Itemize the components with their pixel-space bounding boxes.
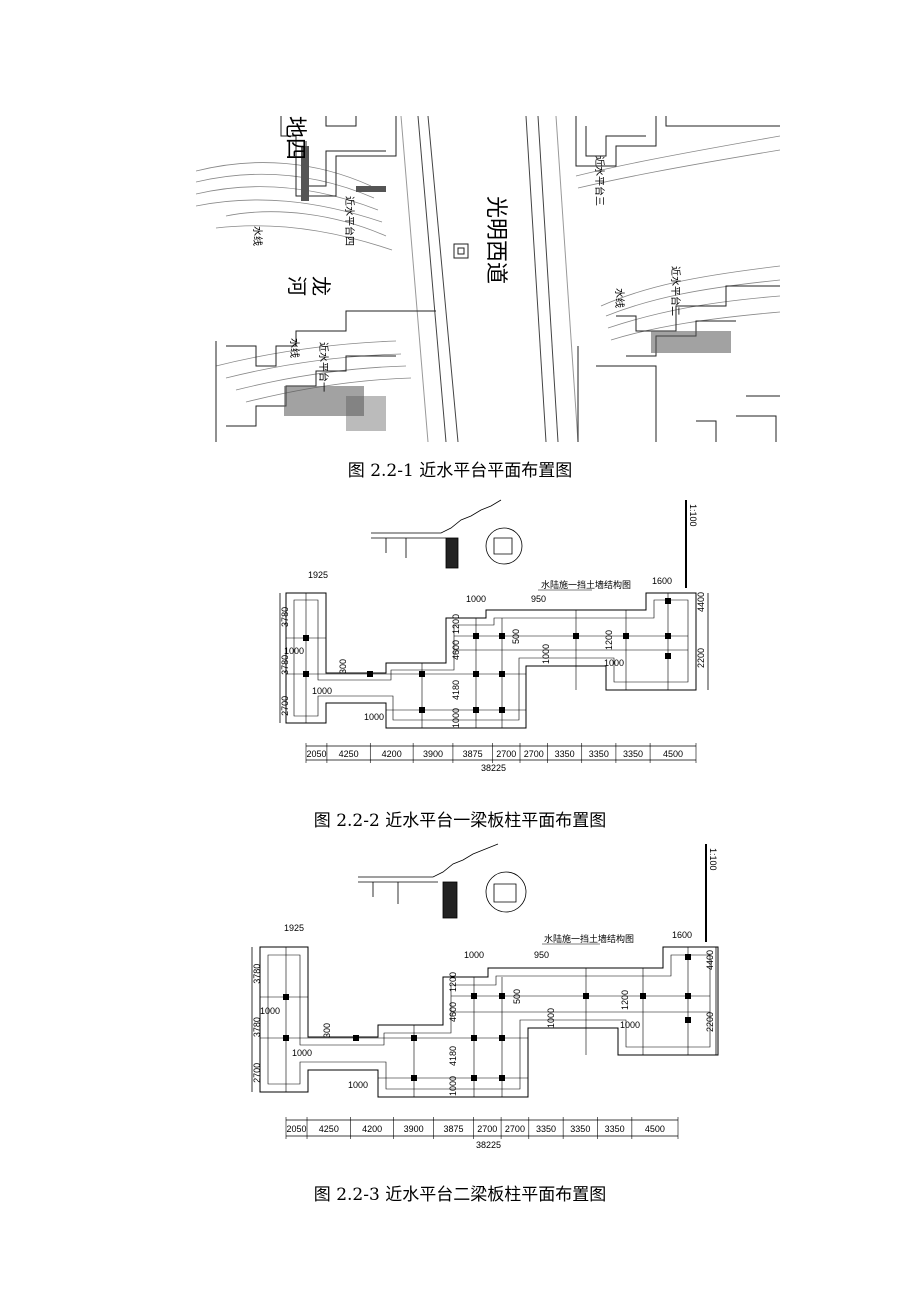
inner-dim-2: 1000 <box>312 686 332 696</box>
top-dim-3: 950 <box>531 594 546 604</box>
bottom-dimension-label: 2700 <box>505 1124 525 1134</box>
top-dim-1b: 1925 <box>284 923 304 933</box>
figure-3-caption: 图 2.2-3 近水平台二梁板柱平面布置图 <box>313 1185 607 1205</box>
top-dim-1: 1925 <box>308 570 328 580</box>
bottom-dimension-row-2: 2050 4250 4200 3900 3875 2700 2700 3350 3350 3350… <box>285 1117 679 1139</box>
inner-dim-6b: 4600 <box>448 1002 458 1022</box>
bottom-dimension-label: 3875 <box>444 1124 464 1134</box>
scale-label-2: 1:100 <box>708 848 718 871</box>
inner-dim-5: 500 <box>511 629 521 644</box>
left-dimension-label: 3780 <box>280 607 290 627</box>
inner-dim-7b: 4180 <box>448 1046 458 1066</box>
river-label-b: 河 <box>285 276 309 296</box>
left-dimension-label: 2700 <box>252 1063 262 1083</box>
note-label: 水陆施一挡土墙结构图 <box>541 579 631 590</box>
inner-dim-10b: 1000 <box>348 1080 368 1090</box>
inner-dim-8b: 1000 <box>448 1076 458 1096</box>
beam-plan-drawing-1: 1:100 <box>279 499 709 773</box>
total-dimension-2: 38225 <box>476 1140 501 1150</box>
platform-1-label: 近水平台一 <box>317 342 330 392</box>
inner-dim-2b: 1000 <box>292 1048 312 1058</box>
road-label: 光明西道 <box>483 196 508 284</box>
waterline-label-3: 水线 <box>613 288 626 308</box>
bottom-dimension-label: 4500 <box>663 749 683 759</box>
inner-dim-11: 1200 <box>604 630 614 650</box>
site-map-figure: 光明西道 龙 河 地四 近水平台四 近水平台三 近水平台二 近水平台一 水线 水… <box>195 115 781 443</box>
bottom-dimension-label: 3350 <box>555 749 575 759</box>
bottom-dimension-label: 3350 <box>605 1124 625 1134</box>
inner-dim-6: 4600 <box>451 640 461 660</box>
bottom-dimension-label: 4250 <box>339 749 359 759</box>
platform-2-label: 近水平台二 <box>669 266 682 316</box>
top-dim-2: 1000 <box>466 594 486 604</box>
bottom-dimension-label: 2050 <box>286 1124 306 1134</box>
bottom-dimension-label: 4500 <box>645 1124 665 1134</box>
total-dimension: 38225 <box>481 763 506 773</box>
scale-label: 1:100 <box>688 504 698 527</box>
bottom-dimension-label: 4200 <box>382 749 402 759</box>
inner-dim-5b: 500 <box>512 989 522 1004</box>
inner-dim-1b: 1000 <box>260 1006 280 1016</box>
right-dim-2: 2200 <box>696 648 706 668</box>
left-dimension-label: 3780 <box>280 655 290 675</box>
left-dimension-label: 2700 <box>280 696 290 716</box>
top-dim-4b: 1600 <box>672 930 692 940</box>
bottom-dimension-row: 2050 4250 4200 3900 3875 2700 2700 3350 3350 3350… <box>305 743 697 763</box>
inner-dim-4: 1200 <box>451 614 461 634</box>
inner-dim-3: 300 <box>338 659 348 674</box>
waterline-label-1: 水线 <box>251 226 264 246</box>
bottom-dimension-label: 2700 <box>524 749 544 759</box>
inner-dim-12b: 1000 <box>620 1020 640 1030</box>
bottom-dimension-label: 3900 <box>404 1124 424 1134</box>
inner-dim-1: 1000 <box>284 646 304 656</box>
bottom-dimension-label: 3900 <box>423 749 443 759</box>
platform-4-label: 近水平台四 <box>343 196 356 246</box>
district-label: 地四 <box>282 116 307 160</box>
bottom-dimension-label: 4250 <box>319 1124 339 1134</box>
right-dim-2b: 2200 <box>705 1012 715 1032</box>
top-dim-3b: 950 <box>534 950 549 960</box>
inner-dim-7: 4180 <box>451 680 461 700</box>
figure-2-caption: 图 2.2-2 近水平台一梁板柱平面布置图 <box>313 811 607 831</box>
river-label-a: 龙 <box>309 276 333 296</box>
inner-dim-3b: 300 <box>322 1023 332 1038</box>
top-dim-2b: 1000 <box>464 950 484 960</box>
left-dimension-column-2: 3780 3780 2700 <box>252 964 262 1083</box>
waterline-label-2: 水线 <box>288 338 301 358</box>
top-dim-4: 1600 <box>652 576 672 586</box>
inner-dim-12: 1000 <box>604 658 624 668</box>
bottom-dimension-label: 3350 <box>570 1124 590 1134</box>
beam-plan-figure-1: 1:100 <box>276 498 720 774</box>
bottom-dimension-label: 3350 <box>623 749 643 759</box>
inner-dim-11b: 1200 <box>620 990 630 1010</box>
beam-plan-figure-2: 1:100 <box>248 842 720 1154</box>
right-dim-1: 4400 <box>696 592 706 612</box>
bottom-dimension-label: 2050 <box>306 749 326 759</box>
inner-dim-4b: 1200 <box>448 972 458 992</box>
bottom-dimension-label: 4200 <box>362 1124 382 1134</box>
inner-dim-9b: 1000 <box>546 1008 556 1028</box>
left-dimension-label: 3780 <box>252 1017 262 1037</box>
inner-dim-9: 1000 <box>541 644 551 664</box>
bottom-dimension-label: 3350 <box>536 1124 556 1134</box>
bottom-dimension-label: 2700 <box>496 749 516 759</box>
right-dim-1b: 4400 <box>705 950 715 970</box>
platform-3-label: 近水平台三 <box>593 156 606 206</box>
inner-dim-8: 1000 <box>451 708 461 728</box>
bottom-dimension-label: 3350 <box>589 749 609 759</box>
left-dimension-label: 3780 <box>252 964 262 984</box>
beam-plan-drawing-2: 1:100 <box>251 843 719 1150</box>
site-map-drawing: 光明西道 龙 河 地四 近水平台四 近水平台三 近水平台二 近水平台一 水线 水… <box>195 115 781 443</box>
left-dimension-column: 3780 3780 2700 <box>280 607 290 716</box>
bottom-dimension-label: 2700 <box>477 1124 497 1134</box>
note-label-2: 水陆施一挡土墙结构图 <box>544 933 634 944</box>
inner-dim-10: 1000 <box>364 712 384 722</box>
bottom-dimension-label: 3875 <box>463 749 483 759</box>
figure-1-caption: 图 2.2-1 近水平台平面布置图 <box>347 461 573 481</box>
